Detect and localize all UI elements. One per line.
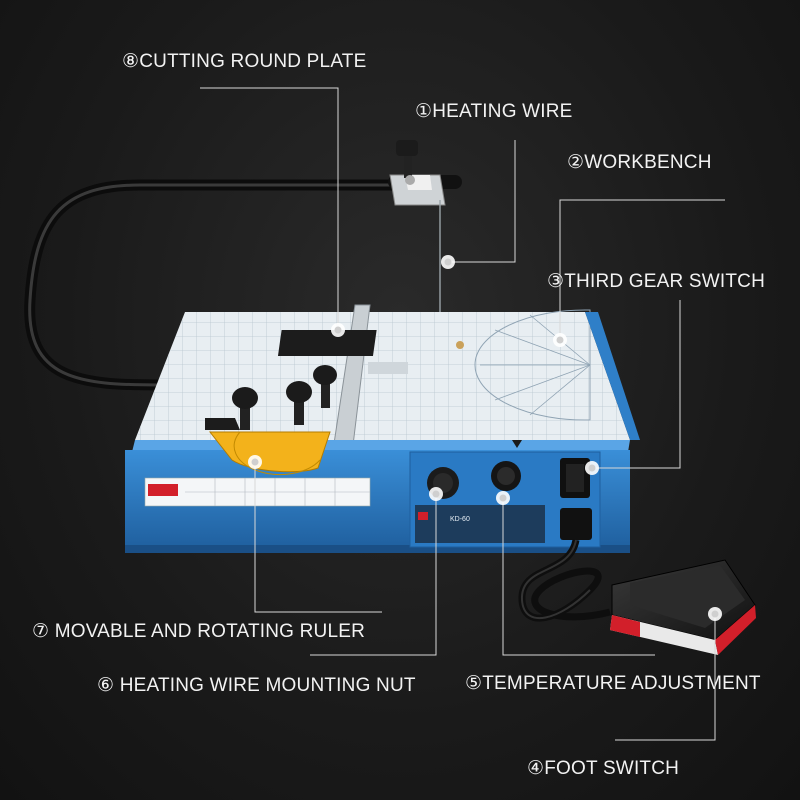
label-foot-switch: ④FOOT SWITCH <box>527 758 680 779</box>
panel-label <box>415 505 545 543</box>
label-cutting-round-plate: ⑧CUTTING ROUND PLATE <box>122 51 367 72</box>
clamp-knob <box>396 140 418 156</box>
rotating-ruler <box>208 431 331 473</box>
power-socket <box>560 508 592 540</box>
label-movable-rotating-ruler: ⑦ MOVABLE AND ROTATING RULER <box>32 621 366 642</box>
leader-gear-switch <box>592 300 681 469</box>
label-mounting-nut: ⑥ HEATING WIRE MOUNTING NUT <box>97 675 416 696</box>
marker-dots <box>248 255 722 621</box>
leader-heating-wire <box>448 140 516 263</box>
leader-workbench <box>559 199 725 340</box>
label-third-gear-switch: ③THIRD GEAR SWITCH <box>547 271 766 292</box>
label-workbench: ②WORKBENCH <box>567 152 712 173</box>
svg-text:KD-60: KD-60 <box>450 516 470 523</box>
label-heating-wire: ①HEATING WIRE <box>415 101 573 122</box>
leader-mounting-nut <box>310 494 437 656</box>
label-temperature-adjustment: ⑤TEMPERATURE ADJUSTMENT <box>465 673 761 694</box>
leader-ruler <box>254 462 382 613</box>
side-rail <box>585 312 640 440</box>
ruler-knobs <box>232 365 337 430</box>
clamp-knob-stem <box>404 150 412 178</box>
leader-lines <box>200 87 725 741</box>
guide-bracket <box>277 330 377 356</box>
leader-temperature <box>502 498 655 656</box>
leader-foot-switch <box>615 614 716 741</box>
leader-cutting-plate <box>200 87 339 330</box>
